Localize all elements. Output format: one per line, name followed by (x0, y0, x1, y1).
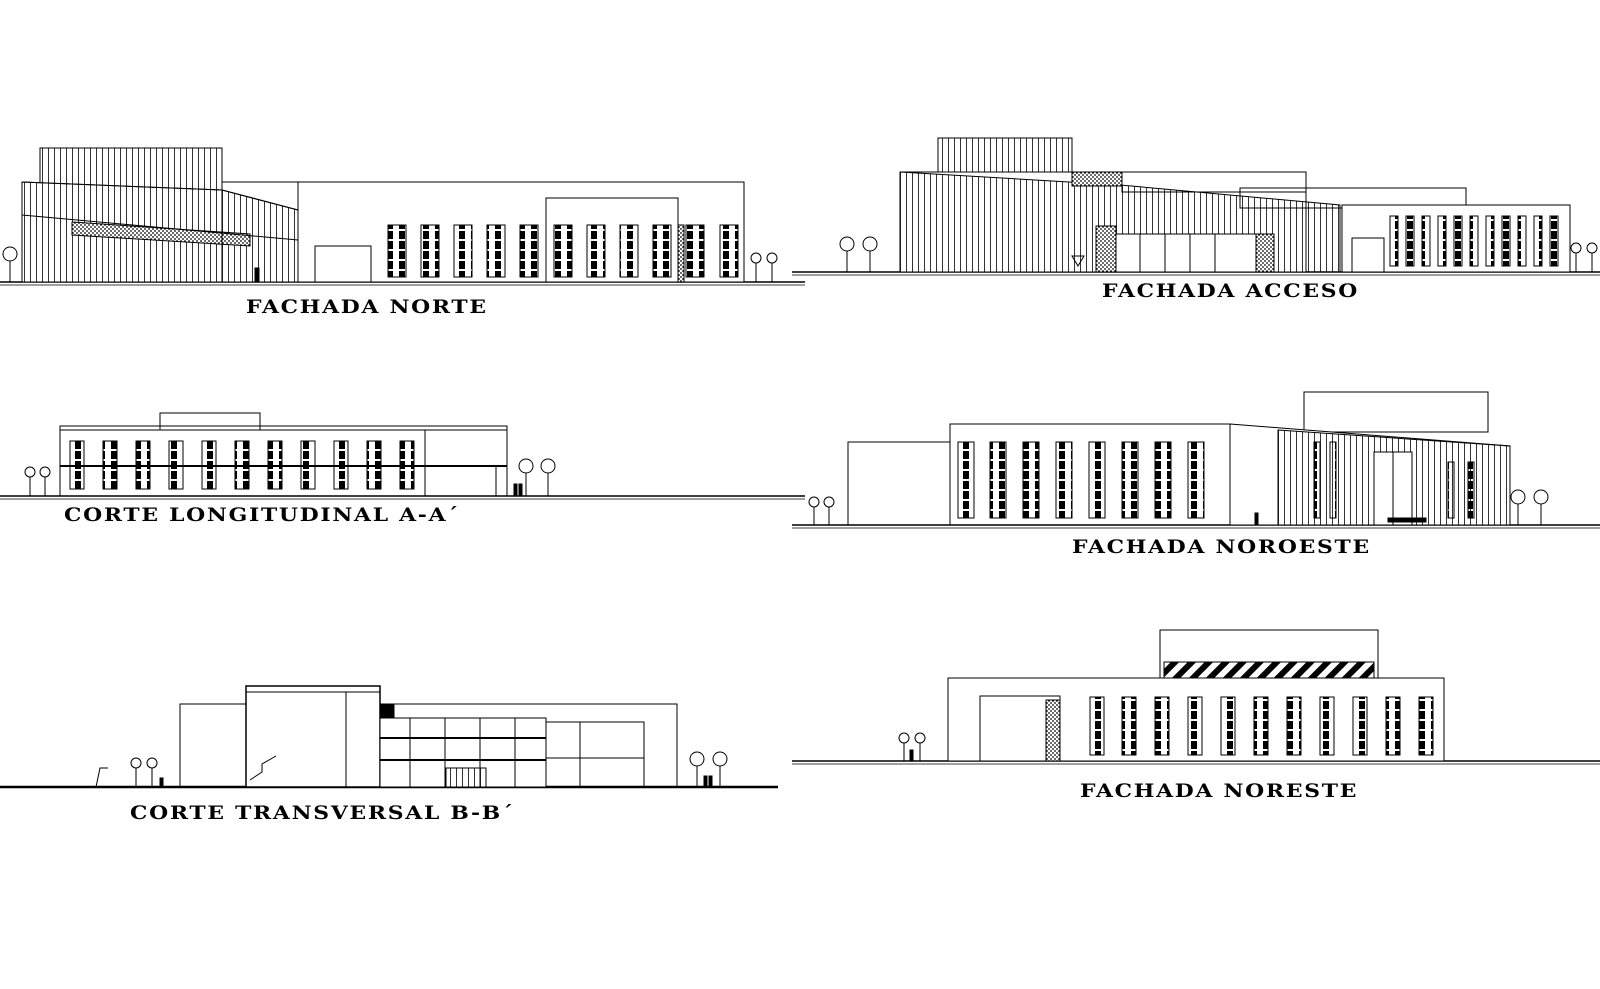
fachada-norte-title: FACHADA NORTE (246, 296, 488, 318)
corte-longitudinal-title: CORTE LONGITUDINAL A-A´ (64, 504, 460, 526)
corte-longitudinal-windows (69, 440, 415, 490)
fachada-noroeste-elevation (792, 391, 1600, 529)
fachada-acceso-elevation (792, 137, 1600, 276)
fachada-acceso-title: FACHADA ACCESO (1102, 280, 1360, 302)
corte-transversal-trees (95, 751, 728, 788)
fachada-noroeste-windows (957, 441, 1475, 519)
fachada-norte-elevation (0, 147, 805, 286)
fachada-noreste-trees (898, 732, 926, 762)
fachada-noreste-title: FACHADA NORESTE (1080, 780, 1359, 802)
fachada-noroeste-title: FACHADA NOROESTE (1072, 536, 1371, 558)
corte-longitudinal-section (0, 412, 805, 500)
corte-transversal-section (0, 685, 778, 789)
fachada-acceso-trees (839, 236, 1598, 272)
fachada-norte-trees (2, 246, 778, 283)
corte-longitudinal-trees (24, 458, 556, 497)
fachada-noreste-windows (1089, 696, 1434, 756)
fachada-noroeste-trees (808, 489, 1549, 526)
corte-transversal-title: CORTE TRANSVERSAL B-B´ (130, 802, 515, 824)
fachada-acceso-windows (1389, 215, 1559, 267)
fachada-norte-windows (387, 224, 739, 283)
fachada-noreste-elevation (792, 629, 1600, 765)
